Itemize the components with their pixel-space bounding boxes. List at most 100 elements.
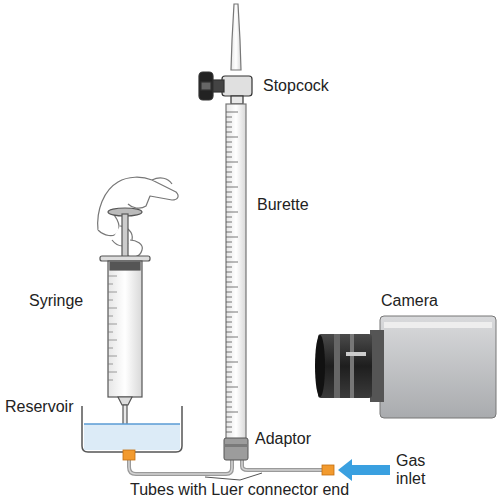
adaptor-part — [224, 444, 248, 447]
reservoir — [82, 406, 182, 460]
burette-body-part-part — [226, 392, 232, 393]
camera-part — [346, 352, 366, 356]
camera — [315, 316, 496, 418]
syringe-scale-part — [108, 340, 117, 341]
burette-body-part-part — [226, 302, 232, 303]
syringe-scale-part — [108, 372, 117, 373]
part-label: Stopcock — [262, 77, 330, 95]
burette-body-part-part — [226, 152, 232, 153]
camera-part — [315, 335, 325, 397]
burette-body-part-part — [226, 122, 232, 123]
burette-body — [226, 104, 246, 440]
burette-body-part-part — [226, 212, 238, 213]
syringe-scale — [108, 276, 117, 380]
gas-inlet-part — [338, 459, 390, 481]
burette-body-part-part — [226, 412, 238, 413]
stopcock-part — [231, 96, 243, 104]
burette-body-part-part — [226, 117, 232, 118]
burette-body-part-part — [226, 417, 232, 418]
camera-part — [334, 334, 340, 398]
burette-body-part — [226, 112, 238, 432]
burette-body-part-part — [226, 427, 232, 428]
burette-body-part-part — [226, 257, 232, 258]
burette-body-part-part — [226, 132, 232, 133]
stopcock-part — [199, 72, 213, 100]
syringe-scale-part — [108, 316, 113, 317]
burette-body-part-part — [226, 172, 232, 173]
stopcock-part — [201, 82, 211, 90]
burette-body-part-part — [226, 287, 238, 288]
burette-body-part-part — [226, 307, 232, 308]
reservoir-part — [84, 424, 180, 450]
syringe-part — [122, 214, 128, 260]
part-label: Tubes with Luer connector end — [129, 481, 350, 499]
syringe-scale-part — [108, 292, 117, 293]
syringe-scale-part — [108, 300, 113, 301]
camera-part — [318, 334, 372, 398]
burette-body-part-part — [226, 362, 238, 363]
tubing-part — [242, 460, 322, 470]
syringe-scale-part — [108, 356, 117, 357]
hand — [98, 177, 178, 257]
syringe-scale-part — [108, 348, 113, 349]
burette-body-part-part — [226, 397, 232, 398]
burette-body-part-part — [226, 157, 232, 158]
burette-body-part-part — [226, 357, 232, 358]
syringe-part — [110, 262, 140, 270]
burette-body-part-part — [226, 342, 232, 343]
burette-body-part-part — [226, 147, 232, 148]
burette-body-part-part — [226, 267, 232, 268]
burette-body-part-part — [226, 297, 232, 298]
burette-body-part-part — [226, 202, 232, 203]
burette-body-part-part — [226, 232, 232, 233]
burette-body-part-part — [226, 312, 238, 313]
burette-body-part-part — [226, 247, 232, 248]
camera-part — [380, 316, 496, 418]
burette-body-part-part — [226, 402, 232, 403]
burette-body-part-part — [226, 167, 232, 168]
burette-body-part-part — [226, 337, 238, 338]
burette-body-part-part — [226, 242, 232, 243]
syringe-scale-part — [108, 308, 117, 309]
adaptor — [224, 438, 248, 460]
syringe-scale-part — [108, 276, 117, 277]
burette-body-part-part — [226, 222, 232, 223]
burette-body-part-part — [226, 192, 232, 193]
part-label: Adaptor — [254, 430, 312, 448]
burette-body-part-part — [226, 387, 238, 388]
burette-body-part-part — [226, 277, 232, 278]
syringe — [100, 208, 150, 427]
hand-part — [152, 178, 172, 184]
syringe-scale-part — [108, 380, 113, 381]
syringe-scale-part — [108, 284, 113, 285]
camera-part — [350, 334, 354, 398]
tubing-highlight-part — [129, 458, 232, 474]
adaptor-part — [224, 438, 248, 460]
burette-body-part-part — [226, 422, 232, 423]
stopcock-part — [212, 80, 224, 92]
burette-body-part-part — [226, 272, 232, 273]
reservoir-part — [123, 450, 135, 460]
burette-body-part-part — [226, 322, 232, 323]
burette-body-part-part — [226, 432, 232, 433]
part-label: Camera — [380, 292, 439, 310]
syringe-scale-part — [108, 332, 113, 333]
stopcock-part — [222, 76, 252, 96]
syringe-scale-part — [108, 364, 113, 365]
syringe-scale-part — [108, 324, 117, 325]
burette-body-part-part — [226, 382, 232, 383]
part-label: Syringe — [28, 292, 84, 310]
burette-tip — [231, 4, 241, 70]
gas-inlet — [322, 459, 390, 481]
burette-body-part — [226, 104, 246, 440]
burette-body-part-part — [226, 182, 232, 183]
burette-body-part-part — [226, 137, 238, 138]
reservoir-part — [84, 423, 180, 425]
tubing-part — [129, 458, 232, 474]
burette-body-part-part — [226, 367, 232, 368]
leader-lines — [205, 473, 262, 480]
burette-body-part-part — [226, 127, 232, 128]
burette-body-part-part — [226, 197, 232, 198]
camera-part — [370, 330, 384, 402]
